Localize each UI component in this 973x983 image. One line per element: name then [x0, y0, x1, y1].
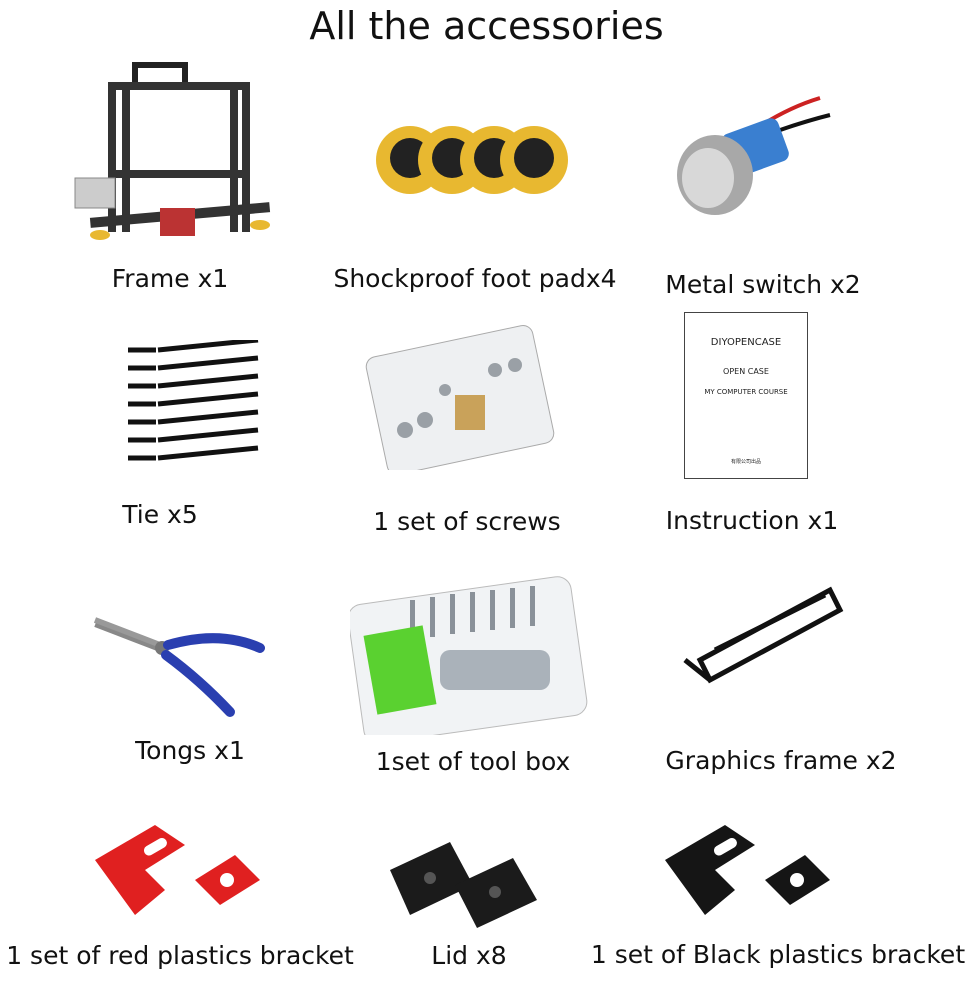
booklet-footer: 有限公司出品 [730, 459, 761, 465]
item-label: Shockproof foot padx4 [333, 264, 617, 293]
booklet-line1: OPEN CASE [723, 367, 769, 376]
tool-box-image [350, 576, 588, 735]
item-label: 1 set of red plastics bracket [6, 941, 354, 970]
item-label: Instruction x1 [665, 506, 839, 535]
item-label: 1 set of Black plastics bracket [590, 940, 966, 969]
item-label: 1set of tool box [375, 747, 571, 776]
black-bracket-image [665, 825, 830, 915]
metal-switch-image [677, 96, 831, 215]
screws-box-image [365, 324, 555, 470]
item-label: Lid x8 [431, 941, 507, 970]
frame-image [74, 62, 271, 240]
pliers-image [93, 617, 265, 717]
item-label: 1 set of screws [373, 507, 561, 536]
page-title: All the accessories [309, 4, 664, 48]
item-label: Tie x5 [122, 500, 198, 529]
item-label: Graphics frame x2 [665, 746, 897, 775]
booklet-brand: DIYOPENCASE [710, 337, 782, 348]
item-label: Frame x1 [111, 264, 229, 293]
item-label: Tongs x1 [135, 736, 245, 765]
red-bracket-image [95, 825, 260, 915]
foot-pad-image [376, 126, 568, 194]
cable-tie-image [128, 340, 259, 461]
lid-image [390, 842, 537, 928]
instruction-booklet-image: DIYOPENCASE OPEN CASE MY COMPUTER COURSE… [684, 312, 808, 479]
item-label: Metal switch x2 [665, 270, 861, 299]
graphics-frame-image [683, 586, 844, 684]
booklet-line2: MY COMPUTER COURSE [704, 388, 788, 396]
